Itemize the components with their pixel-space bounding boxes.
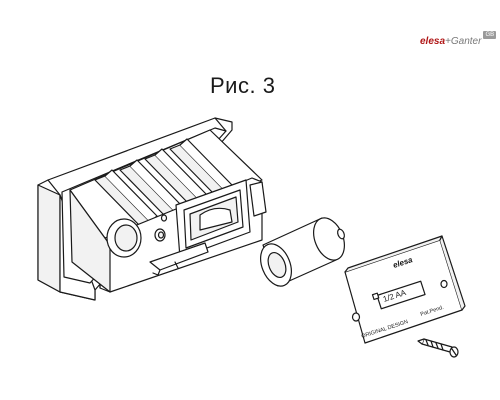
- cover-plate: [344, 235, 466, 344]
- indicator-holes: [154, 214, 168, 242]
- logo-badge: GB: [483, 31, 497, 39]
- logo-brand: elesa: [420, 36, 446, 47]
- brand-logo: elesa+Ganter GB: [420, 31, 497, 48]
- screw: [417, 338, 459, 358]
- logo-partner: +Ganter: [445, 36, 482, 47]
- lens-window: [106, 218, 142, 258]
- battery-cell: [260, 217, 345, 287]
- logo-text: elesa+Ganter: [420, 36, 481, 48]
- battery-compartment: [149, 179, 267, 276]
- figure-title: Рис. 3: [210, 73, 276, 98]
